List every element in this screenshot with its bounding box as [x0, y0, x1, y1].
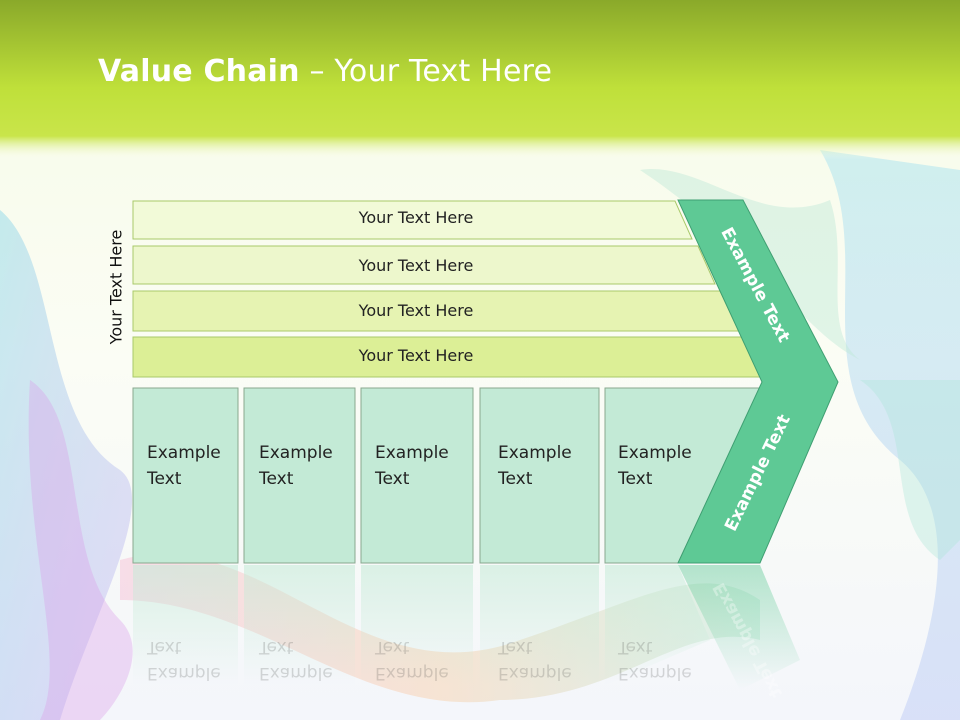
primary-box-label-4-line2: Text — [498, 469, 533, 489]
support-row-label-3: Your Text Here — [358, 301, 474, 320]
primary-box-label-5: Example Text — [618, 440, 718, 492]
reflection-label-3-line1: Example — [375, 663, 449, 683]
support-row-label-1: Your Text Here — [358, 208, 474, 227]
page-title-rest: – Your Text Here — [299, 54, 553, 89]
reflection-label-5: Example Text — [618, 634, 692, 686]
primary-box-label-3: Example Text — [375, 440, 475, 492]
primary-box-2 — [243, 387, 356, 564]
reflection-box-5 — [605, 565, 710, 685]
reflection-label-1: Example Text — [147, 634, 221, 686]
primary-box-label-4-line1: Example — [498, 443, 572, 463]
reflection-box-3 — [361, 565, 473, 685]
primary-box-label-2-line1: Example — [259, 443, 333, 463]
reflection-label-4-line1: Example — [498, 663, 572, 683]
reflection-label-5-line2: Text — [618, 637, 653, 657]
primary-box-label-3-line1: Example — [375, 443, 449, 463]
primary-box-4 — [479, 387, 600, 564]
margin-chevron — [677, 199, 839, 564]
primary-box-label-1: Example Text — [147, 440, 247, 492]
reflection-label-4-line2: Text — [498, 637, 533, 657]
primary-box-1 — [132, 387, 239, 564]
primary-box-label-2: Example Text — [259, 440, 359, 492]
reflection-label-2-line2: Text — [259, 637, 294, 657]
primary-box-label-1-line2: Text — [147, 469, 182, 489]
reflection-label-5-line1: Example — [618, 663, 692, 683]
primary-box-label-5-line2: Text — [618, 469, 653, 489]
reflection-label-2: Example Text — [259, 634, 333, 686]
reflection-box-4 — [480, 565, 599, 685]
reflection-label-3: Example Text — [375, 634, 449, 686]
reflection-label-1-line1: Example — [147, 663, 221, 683]
support-row-label-2: Your Text Here — [358, 256, 474, 275]
support-row-label-4: Your Text Here — [358, 346, 474, 365]
primary-box-label-5-line1: Example — [618, 443, 692, 463]
primary-box-label-3-line2: Text — [375, 469, 410, 489]
reflection-label-1-line2: Text — [147, 637, 182, 657]
reflection-label-4: Example Text — [498, 634, 572, 686]
reflection-label-3-line2: Text — [375, 637, 410, 657]
primary-box-label-1-line1: Example — [147, 443, 221, 463]
reflection-box-2 — [244, 565, 355, 685]
reflection-label-2-line1: Example — [259, 663, 333, 683]
primary-box-label-4: Example Text — [498, 440, 598, 492]
support-row-1 — [132, 200, 693, 240]
primary-box-3 — [360, 387, 474, 564]
reflection-box-1 — [133, 565, 238, 685]
page-title-bold: Value Chain — [98, 54, 300, 89]
reflection-chevron — [678, 565, 800, 690]
support-row-2 — [132, 245, 716, 285]
page-title: Value Chain – Your Text Here — [98, 54, 552, 89]
primary-box-label-2-line2: Text — [259, 469, 294, 489]
